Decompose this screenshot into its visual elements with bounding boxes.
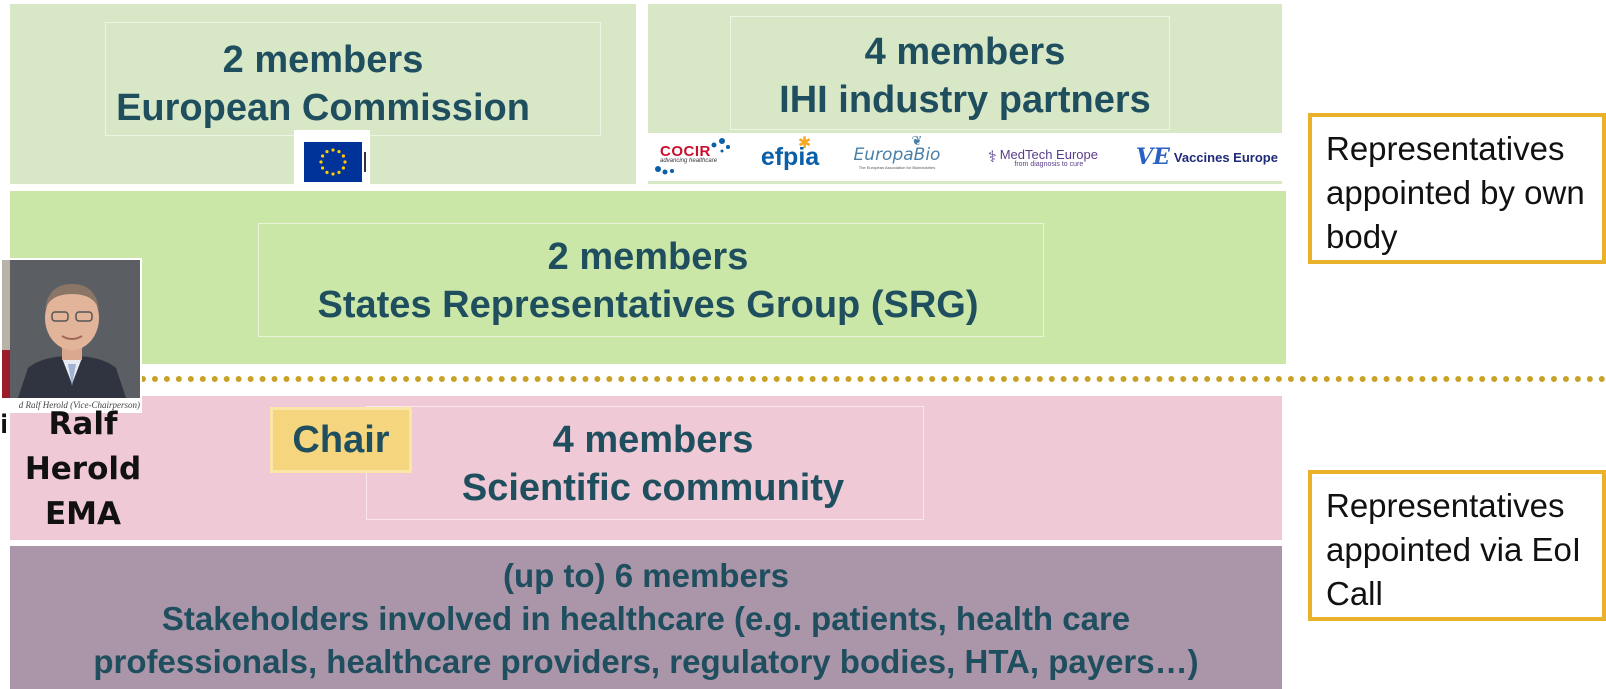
stakeholders-block: (up to) 6 members Stakeholders involved …	[10, 546, 1282, 689]
medtech-ribbon-icon: ⚕	[988, 149, 997, 166]
srg-text-frame	[258, 223, 1044, 337]
ihi-name: IHI industry partners	[779, 79, 1151, 121]
legend-eoi-call: Representatives appointed via EoI Call	[1308, 470, 1606, 621]
europabio-logo: ❦ EuropaBio The European Association for…	[844, 133, 950, 181]
stakeholders-line-2: professionals, healthcare providers, reg…	[93, 643, 1199, 680]
srg-member-count: 2 members	[547, 236, 749, 278]
efpia-star-icon: ✱	[797, 134, 812, 152]
stakeholders-member-count: (up to) 6 members	[502, 557, 790, 594]
appointment-separator-line	[140, 376, 1606, 382]
europabio-leaf-icon: ❦	[911, 132, 923, 148]
industry-logo-strip: COCIR advancing healthcare efpia ✱ ❦ Eur…	[648, 133, 1282, 181]
cropped-text-fragment: i	[0, 410, 6, 440]
efpia-logo: efpia ✱	[748, 133, 832, 181]
vaccines-europe-logo: VE Vaccines Europe	[1136, 133, 1278, 181]
sci-name: Scientific community	[461, 467, 845, 509]
stakeholders-line-1: Stakeholders involved in healthcare (e.g…	[161, 600, 1131, 637]
chair-badge: Chair	[270, 407, 412, 473]
srg-block: 2 members States Representatives Group (…	[10, 191, 1286, 364]
cocir-logo-text: COCIR	[660, 143, 711, 160]
person-organisation: EMA	[44, 496, 122, 532]
photo-caption: d Ralf Herold (Vice-Chairperson)	[18, 400, 140, 410]
vice-chair-name: Ralf Herold EMA	[22, 402, 144, 537]
scientific-community-block: 4 members Scientific community	[10, 396, 1282, 540]
cocir-dots-icon	[655, 138, 730, 175]
cocir-logo: COCIR advancing healthcare	[652, 133, 734, 181]
vice-chair-photo	[0, 258, 142, 413]
cocir-logo-tagline: advancing healthcare	[660, 158, 718, 164]
medtech-logo-text: MedTech Europe	[999, 146, 1098, 162]
srg-name: States Representatives Group (SRG)	[317, 284, 979, 326]
person-first-name: Ralf	[48, 406, 118, 442]
eu-flag-icon	[304, 142, 366, 182]
medtech-logo-tagline: from diagnosis to cure	[1014, 160, 1084, 168]
ihi-member-count: 4 members	[864, 31, 1066, 73]
vaccines-europe-logo-text: Vaccines Europe	[1173, 149, 1278, 165]
person-last-name: Herold	[24, 451, 142, 487]
ec-member-count: 2 members	[222, 39, 424, 81]
ihi-text-frame	[730, 16, 1170, 130]
efpia-logo-text: efpia	[760, 142, 820, 171]
europabio-logo-text: EuropaBio	[853, 144, 941, 165]
ec-name: European Commission	[116, 87, 530, 129]
vaccines-europe-mark-icon: VE	[1136, 144, 1170, 170]
eu-flag-logo	[294, 130, 370, 192]
person-portrait-image	[2, 260, 140, 398]
medtech-europe-logo: ⚕ MedTech Europe from diagnosis to cure	[978, 133, 1108, 181]
europabio-logo-tagline: The European Association for Bioindustri…	[858, 164, 936, 170]
sci-member-count: 4 members	[552, 419, 754, 461]
legend-own-body: Representatives appointed by own body	[1308, 113, 1606, 264]
